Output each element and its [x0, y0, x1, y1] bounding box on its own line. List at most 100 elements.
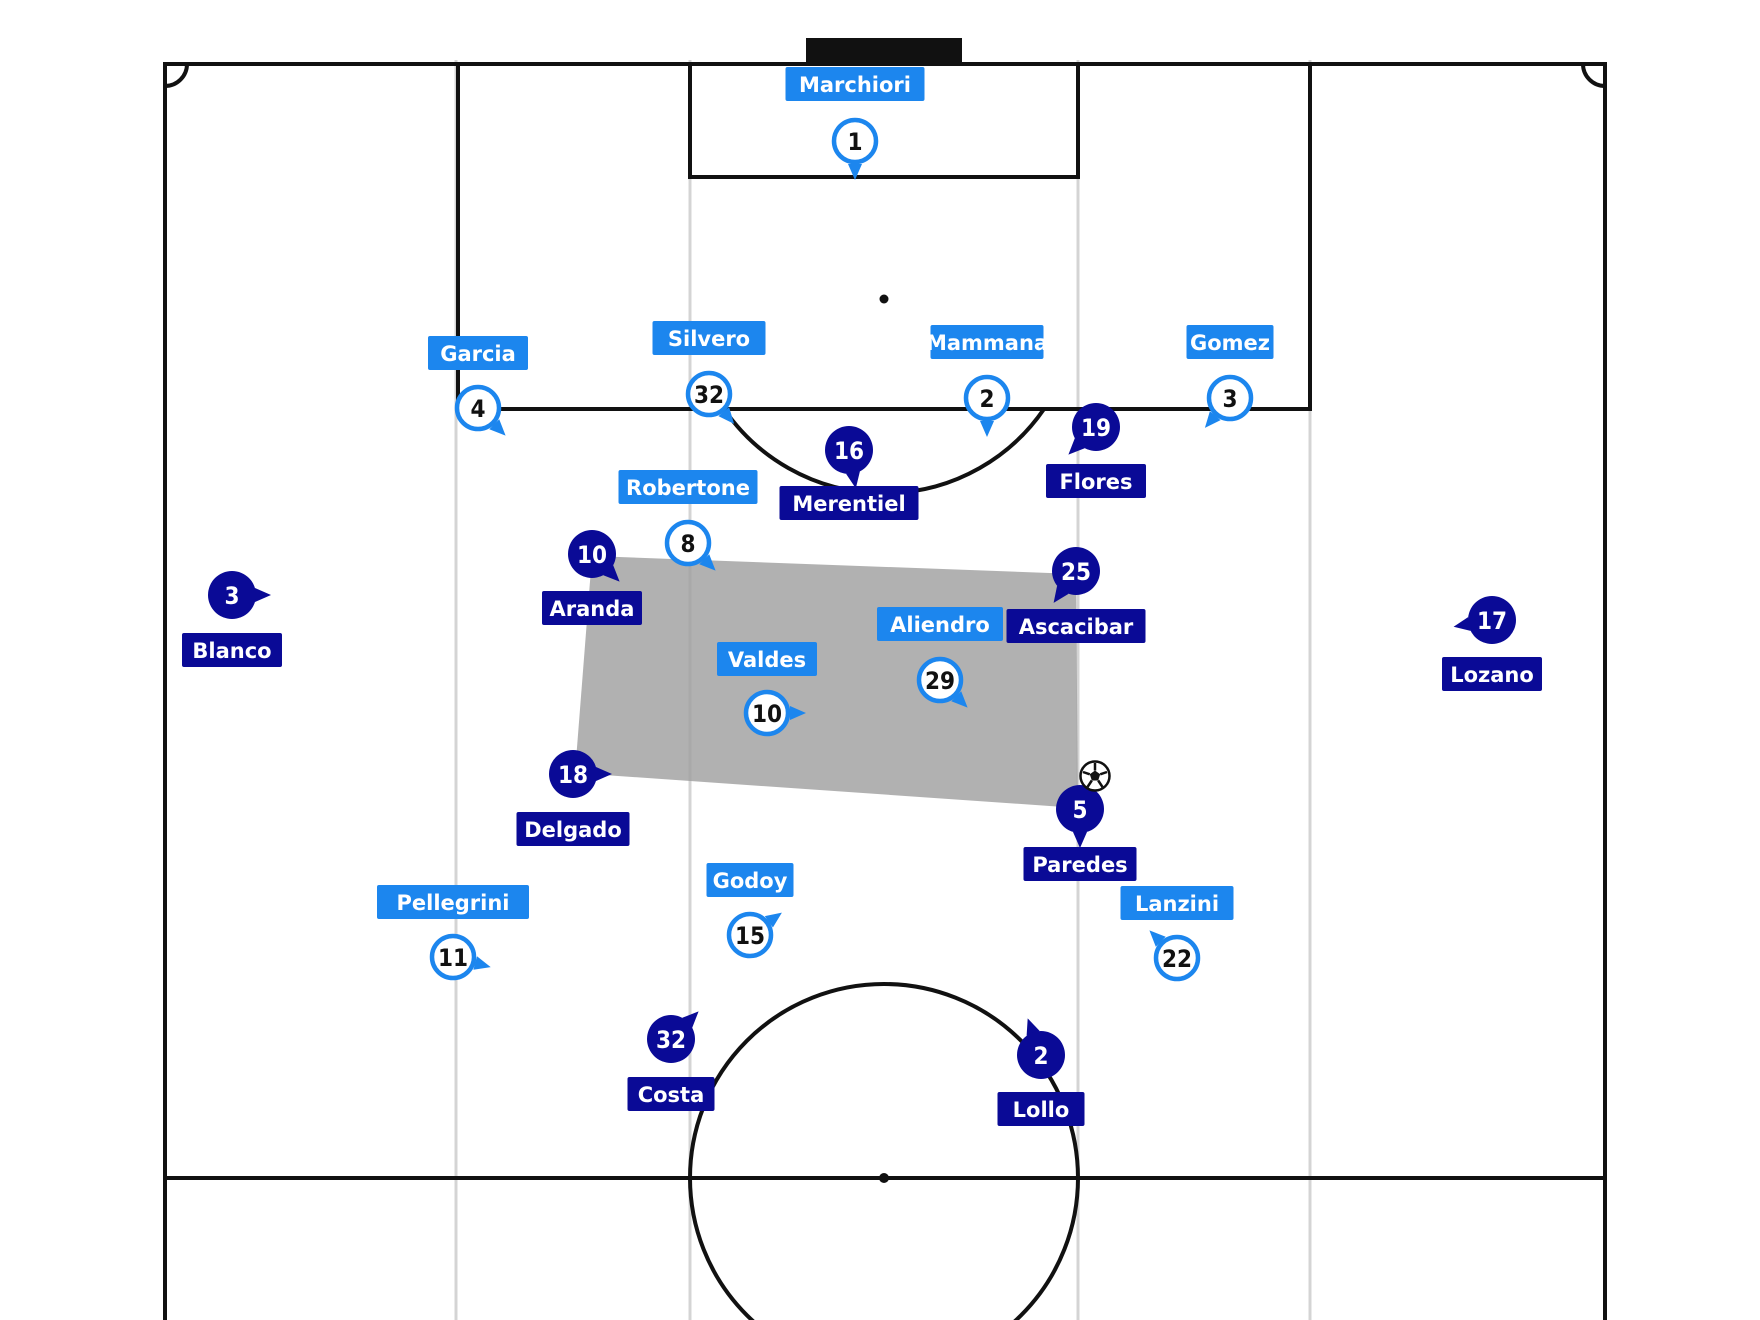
player-name-box [779, 486, 919, 520]
player-number: 32 [656, 1026, 686, 1054]
player-number: 29 [925, 667, 955, 695]
soccer-ball-icon [1079, 760, 1111, 792]
direction-arrow-icon [790, 706, 806, 720]
player-name-box [997, 1092, 1085, 1126]
player-name-box [717, 642, 817, 676]
direction-arrow-icon [1204, 411, 1221, 428]
player-marker [568, 530, 616, 578]
direction-arrow-icon [255, 588, 271, 602]
direction-arrow-icon [603, 565, 620, 582]
player-number: 11 [438, 944, 468, 972]
player-home-gomez: 3 Gomez [1186, 325, 1274, 428]
player-marker [664, 519, 712, 567]
player-number: 3 [1222, 385, 1237, 413]
player-name-label: Godoy [713, 869, 788, 893]
player-name-box [652, 321, 766, 355]
player-name-box [930, 325, 1044, 359]
goal [806, 38, 962, 62]
player-number: 17 [1477, 607, 1507, 635]
direction-arrow-icon [846, 471, 860, 489]
player-name-box [542, 591, 642, 625]
center-spot [879, 1173, 889, 1183]
direction-arrow-icon [1053, 585, 1069, 603]
player-marker [743, 689, 791, 737]
player-name-box [428, 336, 528, 370]
player-name-box [1120, 886, 1234, 920]
player-marker [1052, 547, 1100, 595]
player-name-label: Flores [1059, 470, 1132, 494]
player-number: 8 [680, 530, 695, 558]
player-name-label: Gomez [1190, 331, 1270, 355]
player-number: 5 [1072, 796, 1087, 824]
direction-arrow-icon [951, 691, 968, 708]
player-name-label: Lollo [1013, 1098, 1070, 1122]
player-marker [1153, 934, 1201, 982]
player-marker [1017, 1031, 1065, 1079]
player-number: 2 [979, 385, 994, 413]
direction-arrow-icon [848, 164, 862, 180]
player-number: 22 [1162, 945, 1192, 973]
direction-arrow-icon [1453, 617, 1471, 631]
player-number: 16 [834, 437, 864, 465]
player-name-label: Aranda [550, 597, 635, 621]
player-marker [726, 911, 774, 959]
player-name-box [627, 1077, 715, 1111]
player-number: 2 [1033, 1042, 1048, 1070]
player-marker [825, 426, 873, 474]
player-name-label: Lozano [1450, 663, 1534, 687]
player-home-mammana: 2 Mammana [926, 325, 1048, 437]
player-marker [963, 374, 1011, 422]
player-marker [1072, 403, 1120, 451]
player-number: 1 [847, 128, 862, 156]
direction-arrow-icon [473, 956, 491, 970]
player-name-label: Aliendro [890, 613, 990, 637]
player-name-box [1006, 609, 1146, 643]
direction-arrow-icon [682, 1011, 699, 1028]
player-name-label: Merentiel [792, 492, 905, 516]
player-marker [647, 1015, 695, 1063]
direction-arrow-icon [980, 421, 994, 437]
player-number: 32 [694, 381, 724, 409]
player-number: 10 [752, 700, 782, 728]
player-number: 3 [224, 582, 239, 610]
player-name-box [618, 470, 758, 504]
player-name-label: Marchiori [799, 73, 911, 97]
player-number: 15 [735, 922, 765, 950]
player-name-box [1186, 325, 1274, 359]
player-marker [685, 370, 733, 418]
player-home-pellegrini: 11 Pellegrini [377, 885, 529, 981]
direction-arrow-icon [1068, 438, 1085, 455]
player-name-label: Pellegrini [396, 891, 509, 915]
player-name-label: Ascacibar [1019, 615, 1134, 639]
player-name-label: Paredes [1032, 853, 1127, 877]
player-name-label: Mammana [926, 331, 1048, 355]
player-name-label: Costa [638, 1083, 705, 1107]
player-marker [429, 933, 477, 981]
direction-arrow-icon [1149, 930, 1166, 947]
player-home-godoy: 15 Godoy [706, 863, 794, 959]
player-marker [1468, 596, 1516, 644]
player-name-label: Garcia [440, 342, 516, 366]
player-marker [549, 750, 597, 798]
player-marker [208, 571, 256, 619]
player-name-label: Robertone [626, 476, 750, 500]
player-name-label: Delgado [524, 818, 622, 842]
direction-arrow-icon [1073, 832, 1087, 848]
player-name-box [877, 607, 1003, 641]
player-home-robertone: 8 Robertone [618, 470, 758, 571]
penalty-spot [879, 294, 889, 304]
player-marker [454, 384, 502, 432]
player-name-label: Blanco [192, 639, 271, 663]
